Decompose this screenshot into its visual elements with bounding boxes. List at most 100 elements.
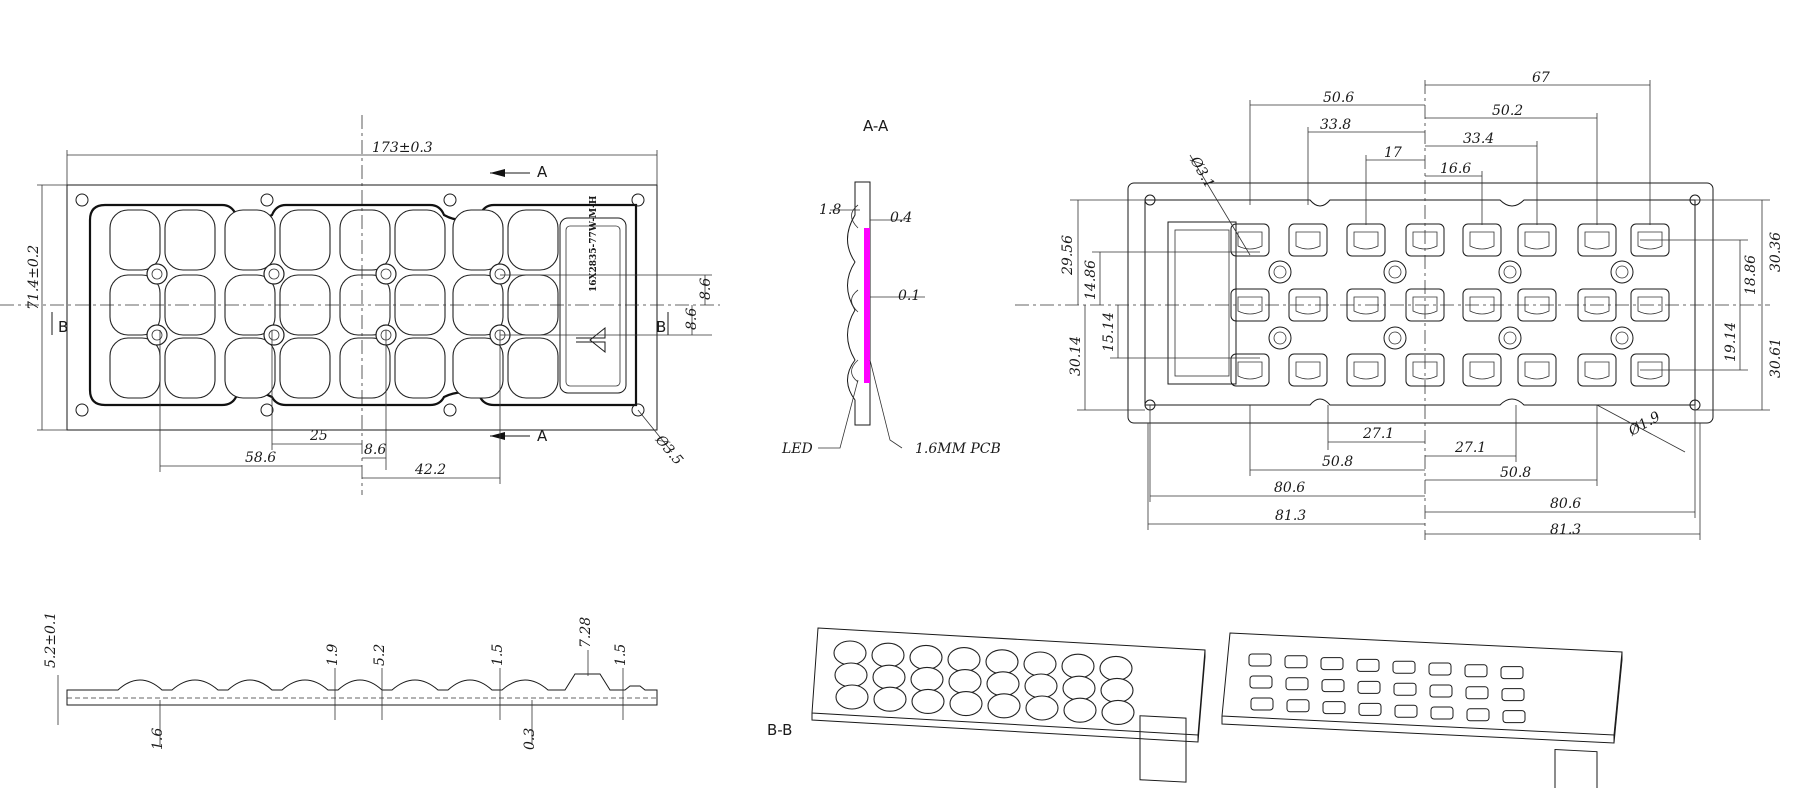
lens	[507, 337, 559, 399]
iso-lens	[872, 664, 906, 690]
dim-14-86: 14.86	[1083, 260, 1099, 300]
isometric-front	[811, 627, 1206, 783]
lens	[452, 209, 504, 271]
back-round-hole-inner	[1388, 265, 1402, 279]
dim-side-1-5-b: 1.5	[613, 644, 629, 666]
iso-pad	[1429, 684, 1453, 698]
pad-inner	[1637, 296, 1663, 315]
led-opening	[263, 324, 285, 346]
pad-inner	[1637, 361, 1663, 380]
iso-pad	[1250, 697, 1274, 711]
back-round-hole	[1610, 326, 1634, 350]
lens	[279, 337, 331, 399]
pad-outer	[1230, 353, 1270, 387]
back-round-hole	[1498, 260, 1522, 284]
front-window	[559, 217, 627, 394]
pad-inner	[1353, 231, 1379, 250]
back-round-hole-inner	[1503, 331, 1517, 345]
lens	[339, 274, 391, 336]
led-opening-inner	[494, 268, 506, 280]
section-aa-profile	[847, 181, 871, 426]
dim-81-3-left: 81.3	[1275, 508, 1306, 524]
iso-lens	[1024, 673, 1058, 699]
pcb-highlight	[864, 228, 870, 383]
back-round-hole	[1383, 326, 1407, 350]
led-opening-inner	[268, 329, 280, 341]
iso-pad	[1286, 699, 1310, 713]
dim-hole-dia-bottom: Ø1.9	[1625, 409, 1663, 440]
pad-inner	[1469, 296, 1495, 315]
dim-30-14: 30.14	[1068, 336, 1084, 376]
lens	[394, 337, 446, 399]
iso-pad	[1284, 655, 1308, 669]
iso-pad	[1502, 710, 1526, 724]
lens	[394, 209, 446, 271]
isometric-back	[1221, 632, 1623, 788]
pad-inner	[1295, 296, 1321, 315]
led-opening	[489, 263, 511, 285]
led-opening-inner	[380, 268, 392, 280]
pad-inner	[1295, 361, 1321, 380]
iso-pad	[1321, 679, 1345, 693]
iso-pad	[1464, 664, 1488, 678]
pad-outer	[1517, 353, 1557, 387]
iso-lens	[911, 688, 945, 714]
pad-inner	[1412, 231, 1438, 250]
section-aa-view: A-A 1.8 0.4 0.1 LED 1.6MM PCB	[781, 117, 1001, 457]
dim-50-6: 50.6	[1323, 90, 1354, 106]
pad-inner	[1237, 361, 1263, 380]
led-opening	[146, 324, 168, 346]
pad-inner	[1584, 361, 1610, 380]
section-a-bottom-label: A	[537, 427, 548, 445]
dim-50-8-left: 50.8	[1322, 454, 1353, 470]
back-round-hole-inner	[1273, 331, 1287, 345]
pad-outer	[1462, 353, 1502, 387]
section-b-right-label: B	[656, 318, 666, 336]
dim-thickness: 5.2±0.1	[43, 612, 59, 668]
iso-lens	[947, 647, 981, 673]
side-profile	[66, 673, 658, 706]
iso-lens	[834, 662, 868, 688]
section-aa-title: A-A	[863, 117, 889, 135]
dim-42-2: 42.2	[414, 462, 446, 478]
pad-inner	[1524, 361, 1550, 380]
iso-pad	[1501, 688, 1525, 702]
pad-outer	[1346, 223, 1386, 257]
led-opening	[375, 263, 397, 285]
dim-hole-dia-top: Ø3.1	[1186, 153, 1217, 191]
lens	[164, 209, 216, 271]
dim-67: 67	[1532, 70, 1550, 86]
label-led: LED	[781, 441, 813, 457]
iso-pad	[1465, 686, 1489, 700]
pad-outer	[1288, 223, 1328, 257]
iso-lens	[949, 691, 983, 717]
lens	[109, 209, 161, 271]
pad-inner	[1353, 361, 1379, 380]
dim-30-36: 30.36	[1768, 232, 1784, 272]
front-view: 16X2835-77W-M-H 173±0.3 A A 71.4±0.2 B B…	[0, 115, 720, 495]
dim-hole-dia: Ø3.5	[651, 432, 686, 469]
lens	[279, 209, 331, 271]
dim-side-5-2: 5.2	[372, 644, 388, 666]
dim-30-61: 30.61	[1768, 338, 1784, 378]
pad-inner	[1524, 296, 1550, 315]
iso-pad	[1357, 680, 1381, 694]
back-round-hole-inner	[1503, 265, 1517, 279]
back-round-hole	[1268, 260, 1292, 284]
part-number-label: 16X2835-77W-M-H	[589, 195, 599, 292]
iso-pad	[1466, 708, 1490, 722]
led-opening	[263, 263, 285, 285]
back-view: 67 50.6 50.2 33.8 33.4 17 16.6 Ø3.1 29.5…	[1015, 70, 1784, 540]
pad-inner	[1584, 296, 1610, 315]
dim-19-14: 19.14	[1723, 322, 1739, 362]
iso-lens	[835, 684, 869, 710]
iso-lens	[948, 669, 982, 695]
front-corner-holes	[75, 193, 645, 417]
label-pcb: 1.6MM PCB	[915, 441, 1001, 457]
back-round-hole-inner	[1615, 265, 1629, 279]
iso-pad	[1500, 666, 1524, 680]
lens	[339, 209, 391, 271]
lens	[339, 337, 391, 399]
lens	[224, 209, 276, 271]
